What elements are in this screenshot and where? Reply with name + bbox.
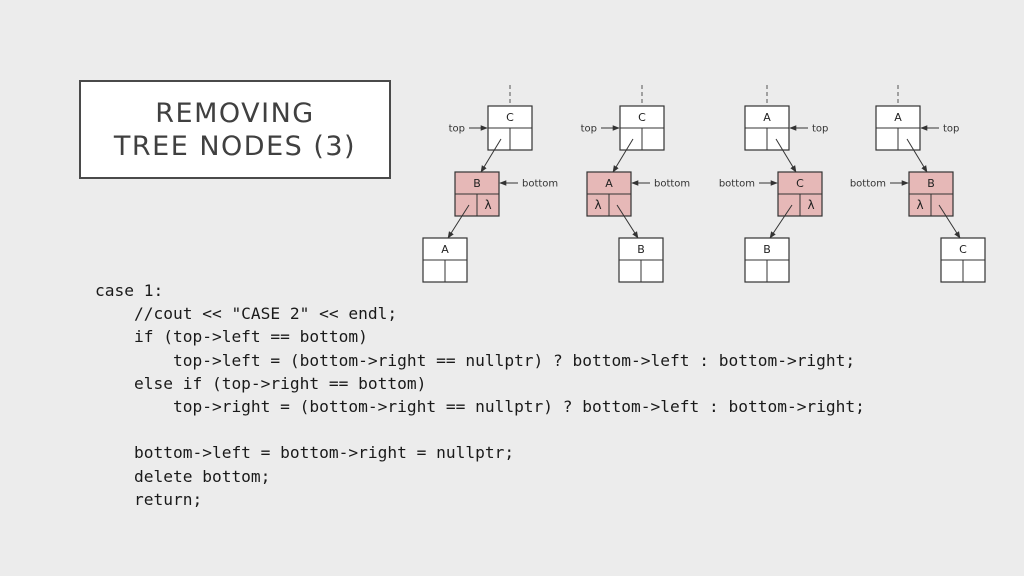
top-node-label: C (506, 111, 514, 124)
bottom-pointer-label: bottom (522, 179, 558, 190)
bottom-node-right-cell: λ (807, 198, 814, 212)
bottom-node: Aλ (586, 171, 632, 217)
code-line: if (top->left == bottom) (95, 327, 368, 347)
code-line: else if (top->right == bottom) (95, 373, 427, 393)
child-node-label: A (441, 243, 449, 256)
code-line: return; (95, 489, 203, 509)
top-node: A (875, 105, 921, 151)
bottom-node: Bλ (454, 171, 500, 217)
top-node: C (487, 105, 533, 151)
child-node-label: C (959, 243, 967, 256)
child-node-label: B (763, 243, 771, 256)
bottom-to-child-edge (616, 204, 639, 239)
top-node: C (619, 105, 665, 151)
bottom-node-label: B (927, 177, 935, 190)
child-node: A (422, 237, 468, 283)
code-line: case 1: (95, 281, 164, 300)
top-to-bottom-edge (612, 138, 634, 173)
top-to-bottom-edge (775, 138, 797, 173)
child-node: B (744, 237, 790, 283)
bottom-node-right-cell: λ (484, 198, 491, 212)
code-line: //cout << "CASE 2" << endl; (95, 304, 398, 324)
slide-title-line-2: TREE NODES (3) (113, 130, 357, 162)
top-pointer-label: top (943, 124, 959, 135)
code-line (95, 418, 865, 441)
bottom-node: Cλ (777, 171, 823, 217)
child-node: B (618, 237, 664, 283)
bottom-pointer-label: bottom (719, 179, 755, 190)
top-node: A (744, 105, 790, 151)
code-line: top->left = (bottom->right == nullptr) ?… (95, 350, 856, 370)
bottom-node-label: B (473, 177, 481, 190)
bottom-node-label: A (605, 177, 613, 190)
slide-title-line-1: REMOVING (155, 97, 315, 129)
bottom-to-child-edge (938, 204, 961, 239)
bottom-pointer-label: bottom (850, 179, 886, 190)
top-pointer-label: top (581, 124, 597, 135)
bottom-pointer-label: bottom (654, 179, 690, 190)
bottom-node-left-cell: λ (916, 198, 923, 212)
code-line: bottom->left = bottom->right = nullptr; (95, 443, 515, 463)
slide-title-box: REMOVING TREE NODES (3) (79, 80, 391, 179)
bottom-node: Bλ (908, 171, 954, 217)
bottom-node-left-cell: λ (594, 198, 601, 212)
top-node-label: A (763, 111, 771, 124)
code-block: case 1: //cout << "CASE 2" << endl; if (… (95, 279, 865, 511)
top-pointer-label: top (812, 124, 828, 135)
top-node-label: C (638, 111, 646, 124)
code-line: delete bottom; (95, 466, 271, 486)
code-line: top->right = (bottom->right == nullptr) … (95, 396, 865, 416)
bottom-to-child-edge (769, 204, 793, 239)
child-node-label: B (637, 243, 645, 256)
top-node-label: A (894, 111, 902, 124)
bottom-to-child-edge (447, 204, 470, 239)
bottom-node-label: C (796, 177, 804, 190)
top-to-bottom-edge (480, 138, 502, 173)
top-pointer-label: top (449, 124, 465, 135)
top-to-bottom-edge (906, 138, 928, 173)
child-node: C (940, 237, 986, 283)
